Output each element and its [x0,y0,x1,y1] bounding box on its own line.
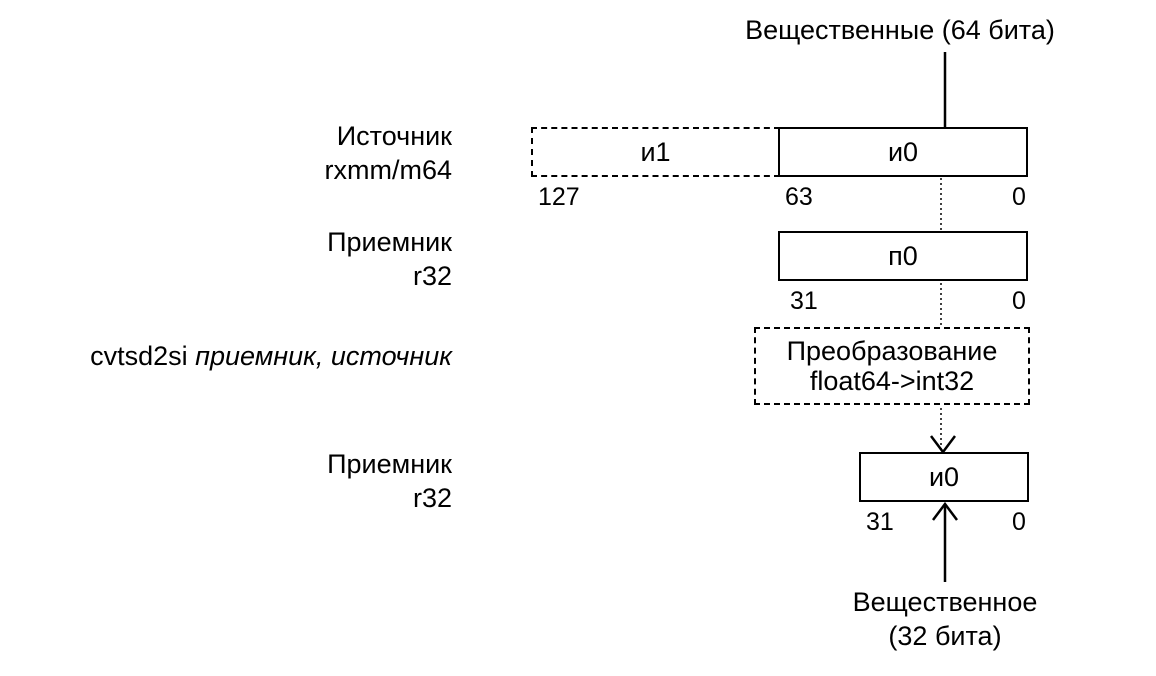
source-low-cell: и0 [778,127,1028,177]
result-register-label: и0 [928,461,960,492]
result-bit-0: 0 [1012,508,1026,536]
source-subtitle: rxmm/m64 [324,155,453,185]
bottom-label-line2: (32 бита) [888,621,1002,651]
source-high-cell: и1 [531,127,780,177]
conversion-line2: float64->int32 [809,366,975,396]
dest-register-cell: п0 [778,231,1028,281]
instruction-text: cvtsd2si приемник, источник [0,340,452,372]
source-bit-0: 0 [1012,183,1026,211]
bottom-label-line1: Вещественное [852,587,1038,617]
source-high-label: и1 [640,136,671,167]
instruction-operands: приемник, источник [195,341,452,371]
up-arrowhead-icon [932,501,958,521]
bit-63: 63 [785,183,813,211]
dest-register-label: п0 [888,240,918,271]
dest2-title: Приемник [327,449,452,479]
conversion-box: Преобразование float64->int32 [754,327,1030,405]
down-arrowhead-icon [930,435,956,455]
dest-bit-31: 31 [790,287,818,315]
result-register-cell: и0 [859,452,1029,502]
bit-127: 127 [538,183,580,211]
top-label: Вещественные (64 бита) [745,15,1055,45]
source-title: Источник [336,121,452,151]
dest-bit-0: 0 [1012,287,1026,315]
result-bit-31: 31 [866,508,894,536]
dest1-title: Приемник [327,227,452,257]
dest2-subtitle: r32 [412,483,452,513]
dest1-subtitle: r32 [412,261,452,291]
source-low-label: и0 [887,136,919,167]
instruction-mnemonic: cvtsd2si [90,341,188,371]
conversion-line1: Преобразование [786,336,998,366]
